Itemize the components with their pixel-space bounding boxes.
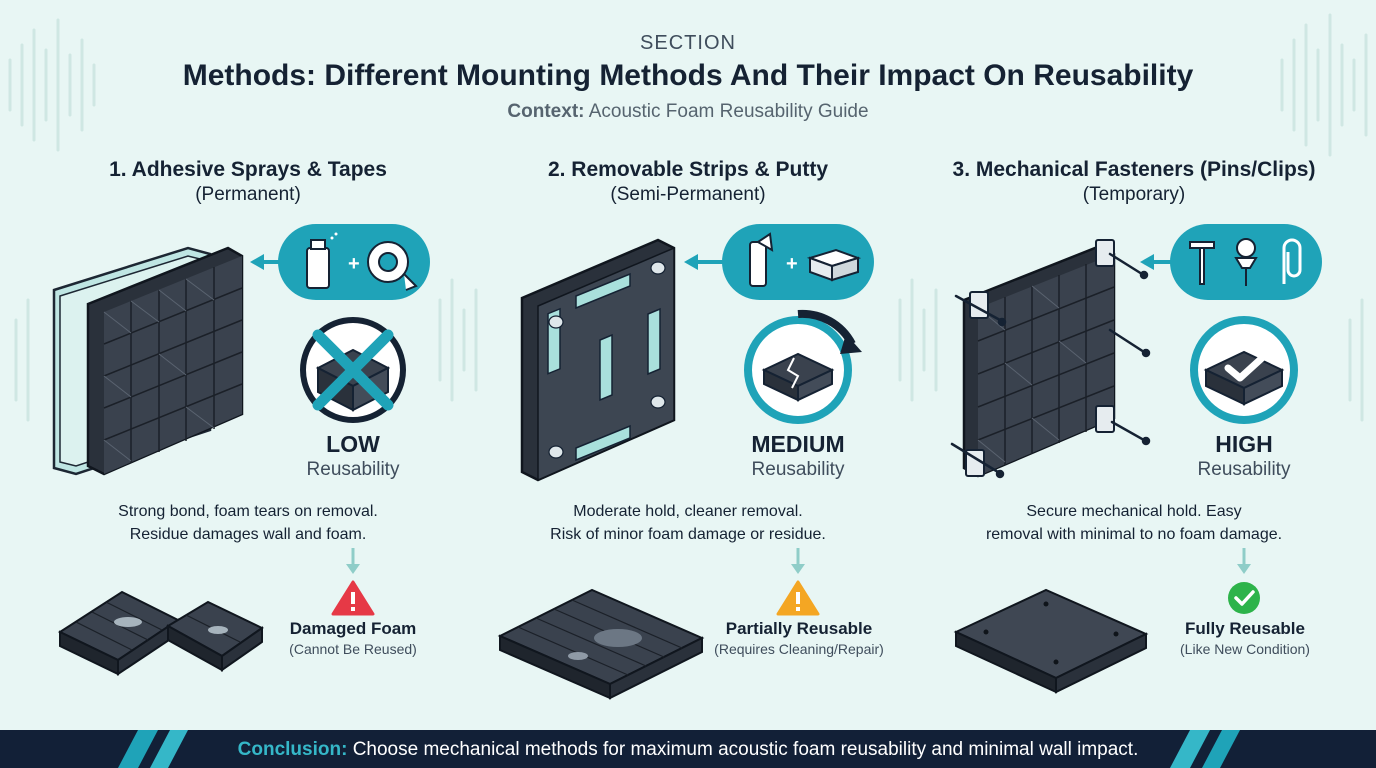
method-column-removable: 2. Removable Strips & Putty (Semi-Perman… — [468, 158, 908, 718]
reusability-rating: LOW Reusability — [273, 431, 433, 481]
mounting-pin-icon — [950, 252, 1151, 479]
low-reusability-icon — [300, 317, 406, 423]
context-label: Context: — [507, 101, 585, 122]
conclusion-banner: Conclusion: Choose mechanical methods fo… — [0, 730, 1376, 768]
arrow-left-icon — [684, 254, 726, 270]
method-title: 2. Removable Strips & Putty — [547, 158, 829, 181]
reusability-level: MEDIUM — [751, 431, 845, 457]
t-pin-icon — [1189, 241, 1215, 285]
outcome-title: Damaged Foam — [289, 619, 417, 638]
mechanical-illustration — [950, 224, 1322, 694]
reusability-rating: MEDIUM Reusability — [718, 431, 878, 481]
description-line: removal with minimal to no foam damage. — [985, 526, 1283, 543]
arrow-down-icon — [791, 548, 805, 574]
foam-panel-icon — [86, 246, 244, 476]
description-line: Moderate hold, cleaner removal. — [573, 503, 803, 520]
reusability-label: Reusability — [751, 459, 845, 480]
tape-roll-icon — [367, 241, 418, 291]
section-eyebrow: SECTION — [640, 32, 736, 54]
high-reusability-icon — [1190, 316, 1298, 424]
damaged-foam-icon — [57, 590, 264, 676]
foam-panel-icon — [962, 244, 1116, 478]
reusability-level: HIGH — [1215, 431, 1273, 457]
context-value: Acoustic Foam Reusability Guide — [588, 101, 869, 122]
svg-text:+: + — [348, 253, 360, 275]
method-permanence: (Temporary) — [1082, 184, 1186, 205]
conclusion-text: Conclusion: Choose mechanical methods fo… — [0, 739, 1376, 761]
method-title: 1. Adhesive Sprays & Tapes — [109, 158, 387, 181]
method-description: Secure mechanical hold. Easy removal wit… — [914, 500, 1354, 546]
outcome-title: Fully Reusable — [1185, 619, 1305, 638]
description-line: Residue damages wall and foam. — [129, 526, 367, 543]
method-description: Strong bond, foam tears on removal. Resi… — [28, 500, 468, 546]
push-pin-icon — [1234, 238, 1258, 286]
page-title: Methods: Different Mounting Methods And … — [182, 59, 1194, 92]
reusability-level: LOW — [326, 431, 380, 457]
reusability-rating: HIGH Reusability — [1164, 431, 1324, 481]
partially-damaged-foam-icon — [497, 588, 705, 700]
outcome-subtitle: (Like New Condition) — [1180, 641, 1310, 657]
context-line: Context: Acoustic Foam Reusability Guide — [0, 101, 1376, 123]
svg-text:+: + — [786, 253, 798, 275]
method-permanence: (Permanent) — [195, 184, 301, 205]
outcome-label: Partially Reusable (Requires Cleaning/Re… — [699, 619, 899, 657]
conclusion-body: Choose mechanical methods for maximum ac… — [352, 739, 1139, 760]
removable-illustration: + — [497, 224, 874, 700]
outcome-subtitle: (Cannot Be Reused) — [289, 641, 417, 657]
warning-triangle-icon — [331, 580, 375, 616]
foam-back-panel-icon — [520, 238, 676, 482]
method-column-adhesive: 1. Adhesive Sprays & Tapes (Permanent) — [28, 158, 468, 718]
medium-reusability-icon — [744, 309, 862, 424]
description-line: Risk of minor foam damage or residue. — [550, 526, 826, 543]
banner-stripes — [118, 730, 1240, 768]
caution-triangle-icon — [776, 580, 820, 616]
header: SECTION Methods: Different Mounting Meth… — [0, 32, 1376, 123]
arrow-down-icon — [346, 548, 360, 574]
description-line: Strong bond, foam tears on removal. — [118, 503, 378, 520]
method-title: 3. Mechanical Fasteners (Pins/Clips) — [952, 158, 1316, 181]
outcome-subtitle: (Requires Cleaning/Repair) — [714, 641, 884, 657]
method-permanence: (Semi-Permanent) — [610, 184, 766, 205]
outcome-title: Partially Reusable — [725, 619, 873, 638]
putty-block-icon — [806, 248, 862, 282]
outcome-label: Fully Reusable (Like New Condition) — [1145, 619, 1345, 657]
spring-clip-icon — [1282, 238, 1302, 284]
adhesive-illustration: + — [52, 224, 430, 676]
spray-can-icon — [306, 232, 338, 289]
success-check-icon — [1228, 582, 1260, 614]
removable-strip-icon — [749, 232, 774, 287]
conclusion-label: Conclusion: — [237, 739, 348, 760]
arrow-down-icon — [1237, 548, 1251, 574]
reusability-label: Reusability — [1197, 459, 1291, 480]
method-column-mechanical: 3. Mechanical Fasteners (Pins/Clips) (Te… — [914, 158, 1354, 718]
method-description: Moderate hold, cleaner removal. Risk of … — [468, 500, 908, 546]
outcome-label: Damaged Foam (Cannot Be Reused) — [253, 619, 453, 657]
reusability-label: Reusability — [306, 459, 400, 480]
description-line: Secure mechanical hold. Easy — [1026, 503, 1242, 520]
intact-foam-icon — [953, 588, 1149, 694]
